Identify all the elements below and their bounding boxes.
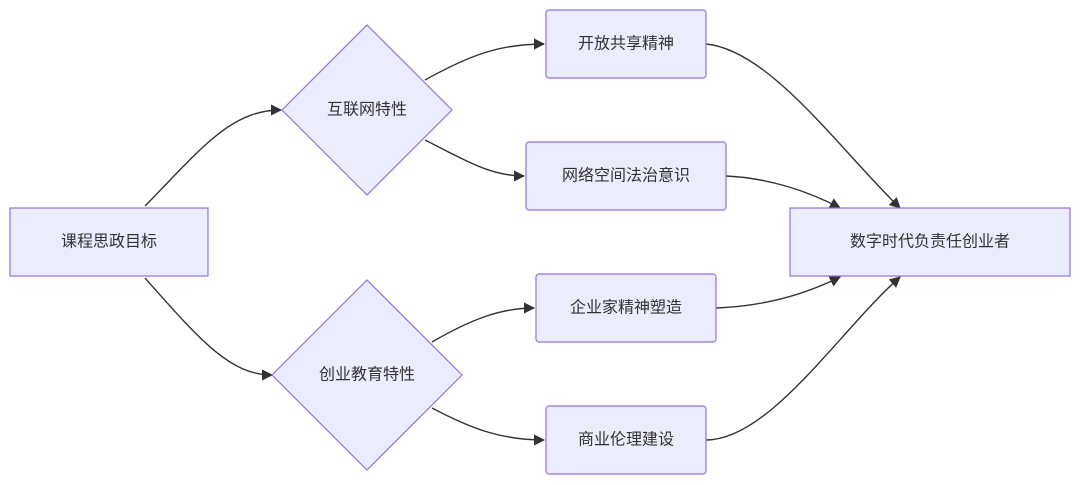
node-entre-edu[interactable]: 创业教育特性 <box>271 279 463 471</box>
node-cyber-law-box <box>525 141 727 211</box>
node-biz-ethics[interactable]: 商业伦理建设 <box>545 405 707 475</box>
edge-biz-ethics-to-digital-entre <box>705 276 901 441</box>
node-internet-shape <box>281 24 453 196</box>
node-open-share-box <box>545 9 707 79</box>
node-internet-label: 互联网特性 <box>327 100 407 119</box>
node-entre-edu-shape <box>271 279 463 471</box>
edges <box>144 38 901 446</box>
edge-entre-edu-to-entre-spirit <box>431 302 536 343</box>
edge-open-share-to-digital-entre <box>705 43 901 209</box>
node-biz-ethics-label: 商业伦理建设 <box>578 430 674 449</box>
edge-entre-spirit-to-digital-entre <box>715 276 842 309</box>
edge-internet-to-open-share <box>424 38 546 81</box>
node-entre-edu-label: 创业教育特性 <box>319 365 415 384</box>
node-biz-ethics-box <box>545 405 707 475</box>
node-cyber-law[interactable]: 网络空间法治意识 <box>525 141 727 211</box>
node-course-goal[interactable]: 课程思政目标 <box>9 207 209 277</box>
node-open-share-label: 开放共享精神 <box>578 34 674 53</box>
node-open-share[interactable]: 开放共享精神 <box>545 9 707 79</box>
node-digital-entre[interactable]: 数字时代负责任创业者 <box>789 207 1071 277</box>
node-course-goal-label: 课程思政目标 <box>61 232 157 251</box>
node-cyber-law-label: 网络空间法治意识 <box>562 166 690 185</box>
node-course-goal-box <box>9 207 209 277</box>
edge-course-goal-to-entre-edu <box>144 277 274 381</box>
node-internet[interactable]: 互联网特性 <box>281 24 453 196</box>
node-digital-entre-label: 数字时代负责任创业者 <box>850 232 1010 251</box>
edge-course-goal-to-internet <box>144 104 283 207</box>
node-entre-spirit-label: 企业家精神塑造 <box>570 298 682 317</box>
edge-cyber-law-to-digital-entre <box>725 175 841 209</box>
edge-entre-edu-to-biz-ethics <box>431 407 546 446</box>
edge-internet-to-cyber-law <box>424 139 526 182</box>
node-digital-entre-box <box>789 207 1071 277</box>
node-entre-spirit[interactable]: 企业家精神塑造 <box>535 273 717 343</box>
node-entre-spirit-box <box>535 273 717 343</box>
